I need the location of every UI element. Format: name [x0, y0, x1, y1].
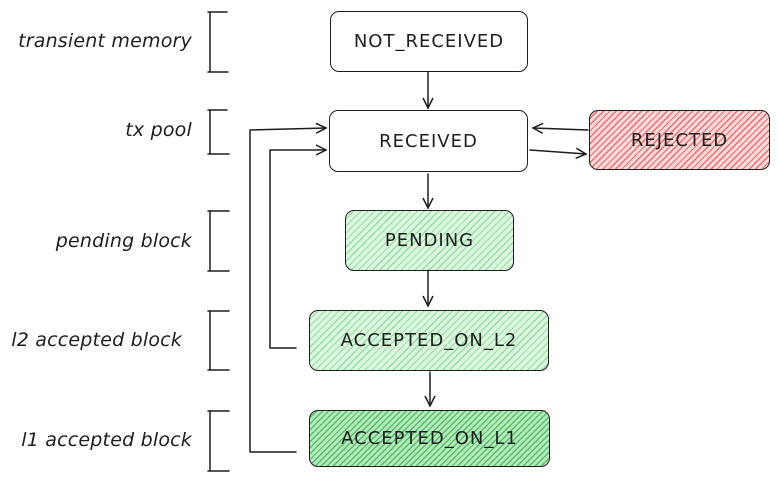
state-not-received-label: NOT_RECEIVED [353, 31, 505, 52]
layer-label-pending-block: pending block [55, 230, 192, 252]
state-not-received: NOT_RECEIVED [330, 11, 528, 72]
state-accepted-on-l2: ACCEPTED_ON_L2 [309, 310, 549, 371]
layer-label-tx-pool: tx pool [125, 119, 192, 141]
arrow-l1-back-to-received [249, 128, 326, 453]
layer-label-l1-accepted-block: l1 accepted block [21, 429, 192, 451]
arrow-l2-back-to-received [269, 150, 326, 349]
bracket-tx-pool [207, 109, 230, 155]
state-received-label: RECEIVED [379, 130, 478, 152]
state-rejected: REJECTED [589, 110, 770, 170]
state-accepted-on-l1-label: ACCEPTED_ON_L1 [341, 428, 518, 449]
layer-label-transient-memory: transient memory [18, 30, 192, 52]
bracket-l2-accepted-block [207, 310, 230, 371]
layer-label-l2-accepted-block: l2 accepted block [11, 329, 182, 351]
state-accepted-on-l1: ACCEPTED_ON_L1 [309, 410, 550, 467]
bracket-l1-accepted-block [207, 410, 230, 472]
bracket-transient-memory [207, 11, 229, 73]
state-pending-label: PENDING [384, 230, 475, 251]
arrow-received-to-rejected [529, 150, 586, 154]
state-accepted-on-l2-label: ACCEPTED_ON_L2 [340, 330, 518, 351]
state-received: RECEIVED [329, 110, 528, 172]
bracket-pending-block [207, 210, 230, 272]
state-pending: PENDING [345, 210, 514, 271]
state-rejected-label: REJECTED [630, 129, 729, 151]
arrow-rejected-to-received [533, 128, 589, 130]
